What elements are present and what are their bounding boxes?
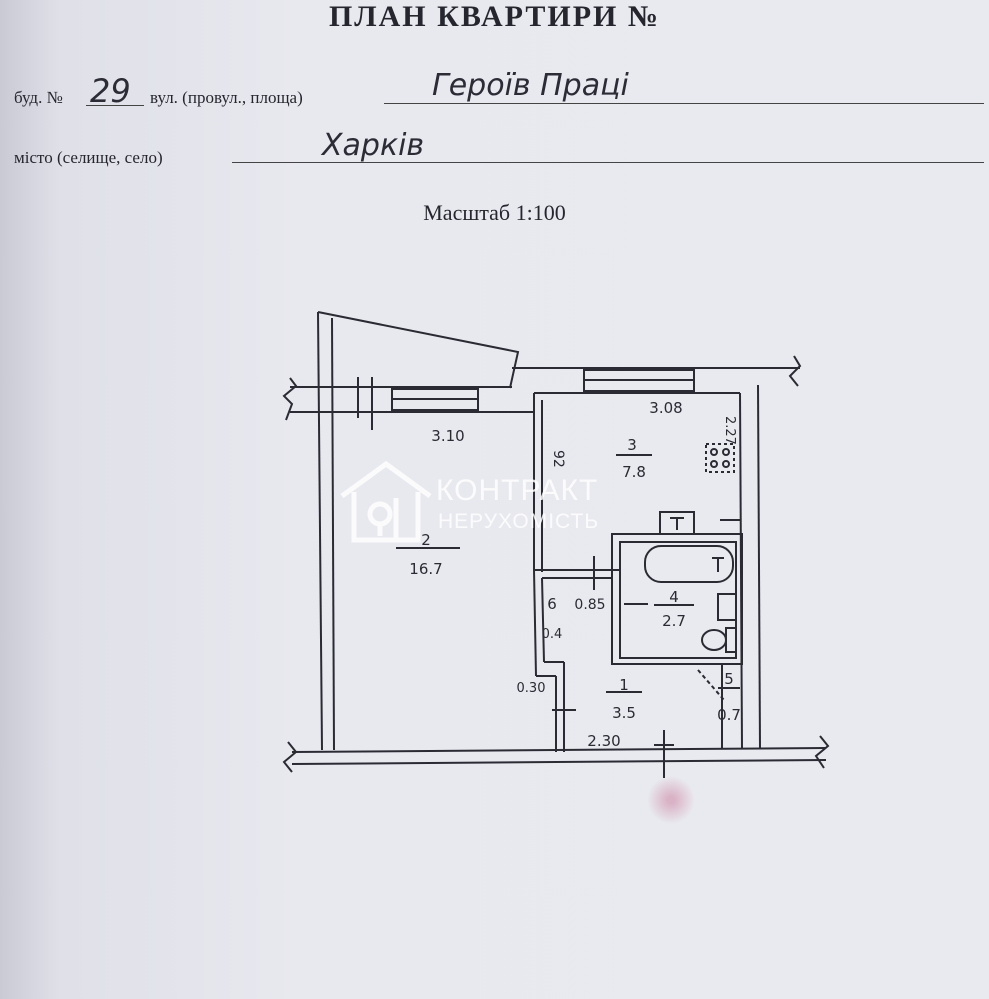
dim-room3-depth: 2.27 <box>722 416 737 445</box>
room-1-area: 3.5 <box>612 704 636 722</box>
street-line <box>384 103 984 104</box>
watermark-house-icon <box>340 460 432 543</box>
dim-closet: 0.85 <box>574 597 605 613</box>
room-2-number: 2 <box>421 531 431 549</box>
building-number: 29 <box>90 72 131 110</box>
scale-label: Масштаб 1:100 <box>423 200 566 225</box>
dim-hall-width: 2.30 <box>587 732 620 750</box>
room-2-area: 16.7 <box>409 560 442 578</box>
room-3-number: 3 <box>627 436 637 454</box>
room-5-number: 5 <box>724 670 734 688</box>
street-label: вул. (провул., площа) <box>150 88 303 107</box>
street-value: Героїв Праці <box>432 68 629 103</box>
dim-niche: 0.30 <box>517 681 546 696</box>
room-4-number: 4 <box>669 588 679 606</box>
stamp-mark <box>648 775 694 825</box>
room-3-area: 7.8 <box>622 463 646 481</box>
watermark-line-2: НЕРУХОМІСТЬ <box>438 510 600 533</box>
city-label: місто (селище, село) <box>14 148 163 167</box>
room-5-area: 0.7 <box>717 706 741 724</box>
room-6-area: 0.4 <box>542 627 563 642</box>
left-outer-wall-outer <box>317 311 323 751</box>
dim-room2-width: 3.10 <box>431 427 464 445</box>
document-title: ПЛАН КВАРТИРИ № <box>328 0 661 33</box>
room-4-area: 2.7 <box>662 612 686 630</box>
building-number-line <box>86 105 144 106</box>
balcony-outline <box>317 311 520 389</box>
room-6-number: 6 <box>547 595 557 613</box>
watermark-line-1: КОНТРАКТ <box>436 474 599 507</box>
watermark: КОНТРАКТ НЕРУХОМІСТЬ <box>338 458 648 548</box>
room-1-number: 1 <box>619 676 629 694</box>
city-line <box>232 162 984 163</box>
dim-room3-side: 92 <box>550 450 566 468</box>
left-outer-wall-inner <box>331 317 335 751</box>
city-value: Харків <box>322 128 425 163</box>
dim-room3-width: 3.08 <box>649 399 682 417</box>
building-label: буд. № <box>14 88 63 107</box>
